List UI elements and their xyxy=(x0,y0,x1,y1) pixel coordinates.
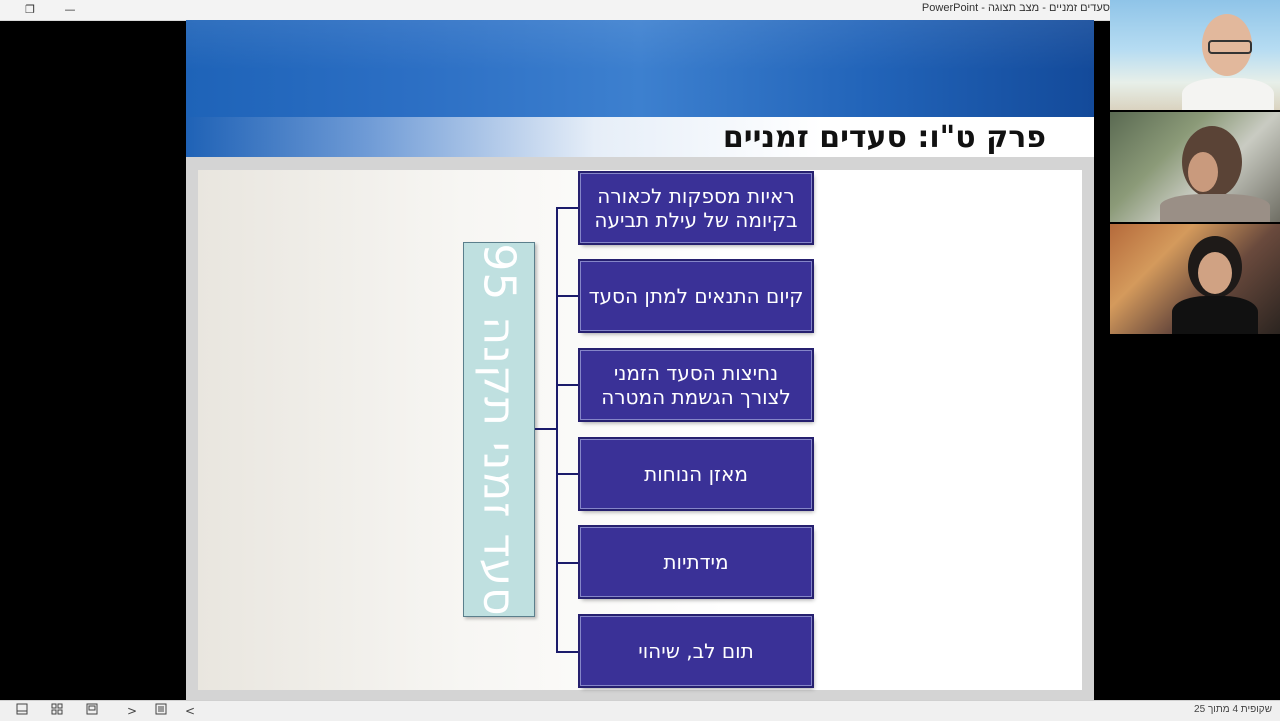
slide-title-strip xyxy=(186,117,1094,157)
window-title: סעדים זמניים - מצב תצוגה - PowerPoint xyxy=(921,2,1110,14)
slide-title: פרק ט"ו: סעדים זמניים xyxy=(722,120,1046,155)
restore-window-icon[interactable]: ❐ xyxy=(25,3,35,16)
connector-line xyxy=(556,295,580,297)
video-tile-participant-3[interactable] xyxy=(1110,224,1280,334)
slide-banner xyxy=(186,20,1094,117)
normal-view-icon[interactable] xyxy=(14,703,30,719)
glasses-icon xyxy=(1208,40,1252,54)
video-tile-participant-1[interactable] xyxy=(1110,0,1280,110)
prev-slide-icon[interactable]: < xyxy=(184,704,196,718)
participant-face xyxy=(1198,252,1232,294)
slide-content-area xyxy=(198,170,1082,690)
connector-spine xyxy=(556,207,558,653)
criterion-box-5: מידתיות xyxy=(580,527,812,597)
connector-line xyxy=(556,651,580,653)
main-concept-box: סעד זמני תקנה 95 xyxy=(463,242,535,617)
connector-line xyxy=(556,562,580,564)
participant-body xyxy=(1182,78,1274,110)
reading-view-icon[interactable] xyxy=(84,703,100,719)
criterion-box-1: ראיות מספקות לכאורה בקיומה של עילת תביעה xyxy=(580,173,812,243)
status-bar: > < שקופית 4 מתוך 25 xyxy=(0,700,1280,721)
connector-line xyxy=(556,473,580,475)
participant-face xyxy=(1188,152,1218,192)
participant-body xyxy=(1172,296,1258,334)
slide-counter: שקופית 4 מתוך 25 xyxy=(1194,704,1272,715)
slide-sorter-icon[interactable] xyxy=(49,703,65,719)
participant-body xyxy=(1160,194,1270,222)
connector-line xyxy=(556,384,580,386)
minimize-window-icon[interactable]: — xyxy=(64,3,76,16)
slide-canvas[interactable]: פרק ט"ו: סעדים זמניים סעד זמני תקנה 95 ר… xyxy=(186,20,1094,700)
main-concept-label: סעד זמני תקנה 95 xyxy=(473,242,525,617)
next-slide-icon[interactable]: > xyxy=(126,704,138,718)
video-tile-participant-2[interactable] xyxy=(1110,112,1280,222)
participant-face xyxy=(1202,14,1252,76)
criterion-box-4: מאזן הנוחות xyxy=(580,439,812,509)
criterion-box-6: תום לב, שיהוי xyxy=(580,616,812,686)
criterion-box-3: נחיצות הסעד הזמני לצורך הגשמת המטרה xyxy=(580,350,812,420)
criterion-box-2: קיום התנאים למתן הסעד xyxy=(580,261,812,331)
connector-line xyxy=(535,428,557,430)
connector-line xyxy=(556,207,580,209)
notes-icon[interactable] xyxy=(153,703,169,719)
window-titlebar: ❐ — סעדים זמניים - מצב תצוגה - PowerPoin… xyxy=(0,0,1280,21)
